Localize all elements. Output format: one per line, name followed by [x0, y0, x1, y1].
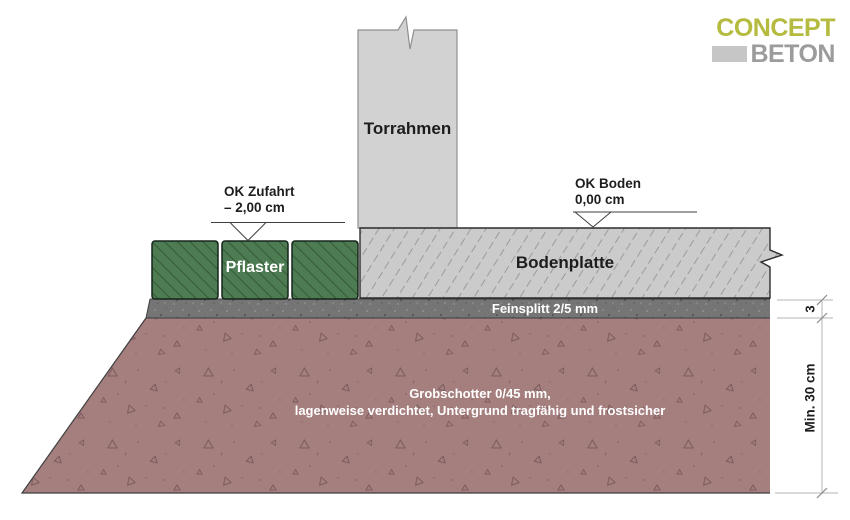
grobschotter-outline	[20, 317, 770, 494]
grobschotter-label-line2: lagenweise verdichtet, Untergrund tragfä…	[294, 403, 666, 418]
logo-line-beton: BETON	[712, 41, 835, 67]
tick-mark	[816, 487, 828, 499]
pflaster-blocks	[151, 240, 359, 300]
logo-gray-box	[712, 46, 748, 62]
grobschotter-label-line1: Grobschotter 0/45 mm,	[409, 386, 551, 401]
pflaster-block	[151, 240, 219, 300]
ok-boden-line2: 0,00 cm	[575, 192, 625, 207]
bodenplatte-slab	[359, 227, 784, 299]
level-marker-icon	[228, 222, 268, 242]
feinsplitt-label: Feinsplitt 2/5 mm	[491, 301, 599, 316]
torrahmen-label: Torrahmen	[363, 119, 452, 138]
dimension-lines	[775, 294, 838, 499]
pflaster-block	[291, 240, 359, 300]
logo-text-beton: BETON	[750, 40, 835, 68]
ok-boden-line1: OK Boden	[575, 176, 641, 191]
concept-beton-logo: CONCEPT BETON	[712, 15, 835, 67]
level-marker-icon	[573, 211, 613, 228]
dimension-feinsplitt-thickness: 3	[802, 305, 818, 313]
pflaster-block	[221, 240, 289, 300]
bodenplatte-label: Bodenplatte	[515, 253, 615, 272]
torrahmen-column	[357, 15, 458, 229]
ok-zufahrt-line1: OK Zufahrt	[224, 184, 295, 199]
tick-mark	[816, 294, 828, 306]
ok-zufahrt-line2: – 2,00 cm	[224, 200, 285, 215]
pflaster-label: Pflaster	[225, 259, 285, 276]
grobschotter-layer	[22, 318, 770, 493]
feinsplitt-layer	[146, 299, 770, 318]
dimension-grobschotter-depth: Min. 30 cm	[802, 363, 818, 433]
ok-boden-marker	[573, 211, 697, 228]
grobschotter-label: Grobschotter 0/45 mm, lagenweise verdich…	[130, 385, 830, 419]
ok-boden-label: OK Boden 0,00 cm	[575, 176, 641, 208]
tick-mark	[816, 312, 828, 324]
ok-zufahrt-marker	[211, 222, 345, 242]
logo-text-concept: CONCEPT	[716, 14, 835, 42]
ok-zufahrt-label: OK Zufahrt – 2,00 cm	[224, 184, 295, 216]
